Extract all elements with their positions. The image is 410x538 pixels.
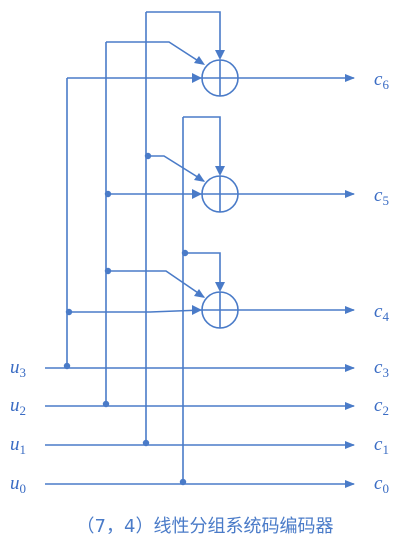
- arrowhead: [215, 50, 225, 60]
- xor-adder-c6: [201, 59, 239, 97]
- input-label-u1: u1: [10, 434, 26, 457]
- output-label-c5: c5: [374, 185, 389, 208]
- output-label-c2: c2: [374, 395, 389, 418]
- u2-to-adder6: [106, 41, 204, 65]
- junction-dot: [63, 362, 71, 370]
- input-label-u0: u0: [10, 473, 26, 496]
- u1-to-adder5: [148, 155, 205, 182]
- output-label-c6: c6: [374, 69, 389, 92]
- output-label-c0: c0: [374, 473, 389, 496]
- arrowhead: [215, 166, 225, 176]
- u0-to-adder4: [185, 252, 221, 289]
- arrowhead: [194, 173, 205, 182]
- junction-dot: [104, 190, 112, 198]
- u1-to-adder6: [146, 11, 221, 58]
- junction-dot: [142, 439, 150, 447]
- junction-dot: [65, 308, 73, 316]
- u3-to-adder4: [69, 309, 203, 313]
- junction-dot: [144, 152, 152, 160]
- junction-dot: [102, 400, 110, 408]
- output-label-c4: c4: [374, 301, 389, 324]
- xor-adder-c4: [201, 291, 239, 329]
- junction-dot: [181, 249, 189, 257]
- junction-dot: [104, 267, 112, 275]
- input-label-u2: u2: [10, 395, 26, 418]
- figure-caption: （7，4）线性分组系统码编码器: [76, 516, 334, 537]
- u0-to-adder5: [183, 116, 221, 173]
- xor-adder-c5: [201, 175, 239, 213]
- arrowhead: [192, 189, 202, 199]
- u2-to-adder4: [108, 270, 205, 298]
- arrowhead: [192, 73, 202, 83]
- arrowhead: [192, 305, 202, 315]
- junction-dot: [179, 478, 187, 486]
- input-label-u3: u3: [10, 357, 26, 380]
- arrowhead: [215, 282, 225, 292]
- output-label-c3: c3: [374, 357, 389, 380]
- output-label-c1: c1: [374, 434, 389, 457]
- arrowhead: [194, 56, 205, 65]
- arrowhead: [194, 289, 205, 298]
